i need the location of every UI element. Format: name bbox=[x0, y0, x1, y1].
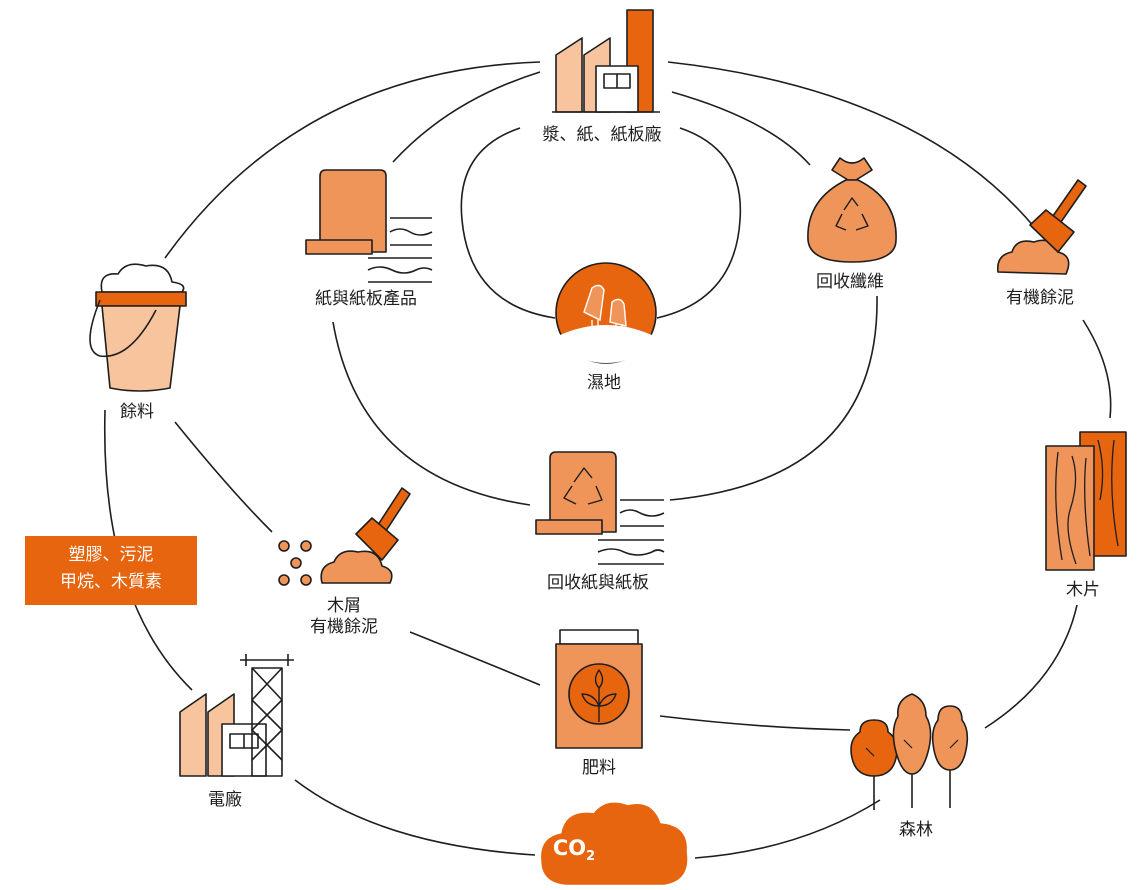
recycled-paper-icon bbox=[535, 451, 665, 565]
label-sawdust-line2: 有機餘泥 bbox=[310, 617, 378, 638]
line-mill-to-wetland-left bbox=[460, 127, 556, 319]
organic-sludge-shovel-icon bbox=[996, 179, 1087, 275]
label-mill: 漿、紙、紙板廠 bbox=[542, 125, 662, 145]
label-residue: 餘料 bbox=[120, 402, 154, 422]
label-organic-sludge: 有機餘泥 bbox=[1006, 288, 1074, 308]
line-mill-to-wetland-right bbox=[656, 127, 742, 319]
line-fertilizer-to-forest bbox=[659, 715, 851, 731]
byproducts-badge: 塑膠、污泥 甲烷、木質素 bbox=[25, 536, 197, 605]
co2-subscript: 2 bbox=[586, 849, 596, 865]
label-paper-products: 紙與紙板產品 bbox=[315, 289, 417, 309]
line-products-to-recycled bbox=[332, 321, 531, 506]
fertilizer-bag-icon bbox=[555, 629, 643, 749]
badge-line2: 甲烷、木質素 bbox=[60, 572, 162, 592]
recovered-fiber-sack-icon bbox=[807, 157, 897, 263]
line-residue-to-sawdust bbox=[174, 421, 273, 533]
line-fiber-to-recycled bbox=[669, 295, 878, 501]
label-power-plant: 電廠 bbox=[208, 790, 242, 810]
line-forest-to-co2 bbox=[694, 799, 881, 859]
line-woodchips-to-forest bbox=[984, 604, 1078, 729]
wetland-icon bbox=[555, 262, 657, 364]
line-co2-to-power bbox=[294, 779, 536, 856]
paper-products-icon bbox=[305, 169, 433, 283]
line-mill-to-products bbox=[392, 71, 541, 163]
co2-main: CO bbox=[552, 835, 587, 860]
label-sawdust: 木屑 有機餘泥 bbox=[310, 596, 378, 639]
wood-chips-icon bbox=[1045, 431, 1127, 571]
residue-bucket-icon bbox=[89, 263, 187, 392]
label-recovered-fiber: 回收纖維 bbox=[816, 272, 884, 292]
mill-icon bbox=[552, 9, 660, 113]
label-co2: CO2 bbox=[528, 836, 620, 864]
label-wood-chips: 木片 bbox=[1066, 580, 1100, 600]
label-sawdust-line1: 木屑 bbox=[327, 596, 361, 616]
label-wetland: 濕地 bbox=[587, 373, 621, 393]
co2-cloud-icon bbox=[541, 802, 688, 885]
label-forest: 森林 bbox=[899, 820, 933, 840]
line-sawdust-to-fertilizer bbox=[409, 631, 541, 686]
forest-icon bbox=[850, 693, 969, 810]
line-mill-to-sludge bbox=[667, 61, 1036, 229]
line-mill-to-residue bbox=[164, 61, 541, 259]
label-recycled-paper: 回收紙與紙板 bbox=[547, 573, 649, 593]
connector-lines bbox=[103, 61, 1112, 859]
badge-line1: 塑膠、污泥 bbox=[68, 545, 154, 565]
label-fertilizer: 肥料 bbox=[582, 758, 616, 778]
sawdust-sludge-icon bbox=[278, 487, 411, 586]
line-sludge-to-woodchips bbox=[1082, 319, 1112, 419]
power-plant-icon bbox=[179, 654, 294, 777]
line-mill-to-fiber bbox=[671, 91, 811, 166]
